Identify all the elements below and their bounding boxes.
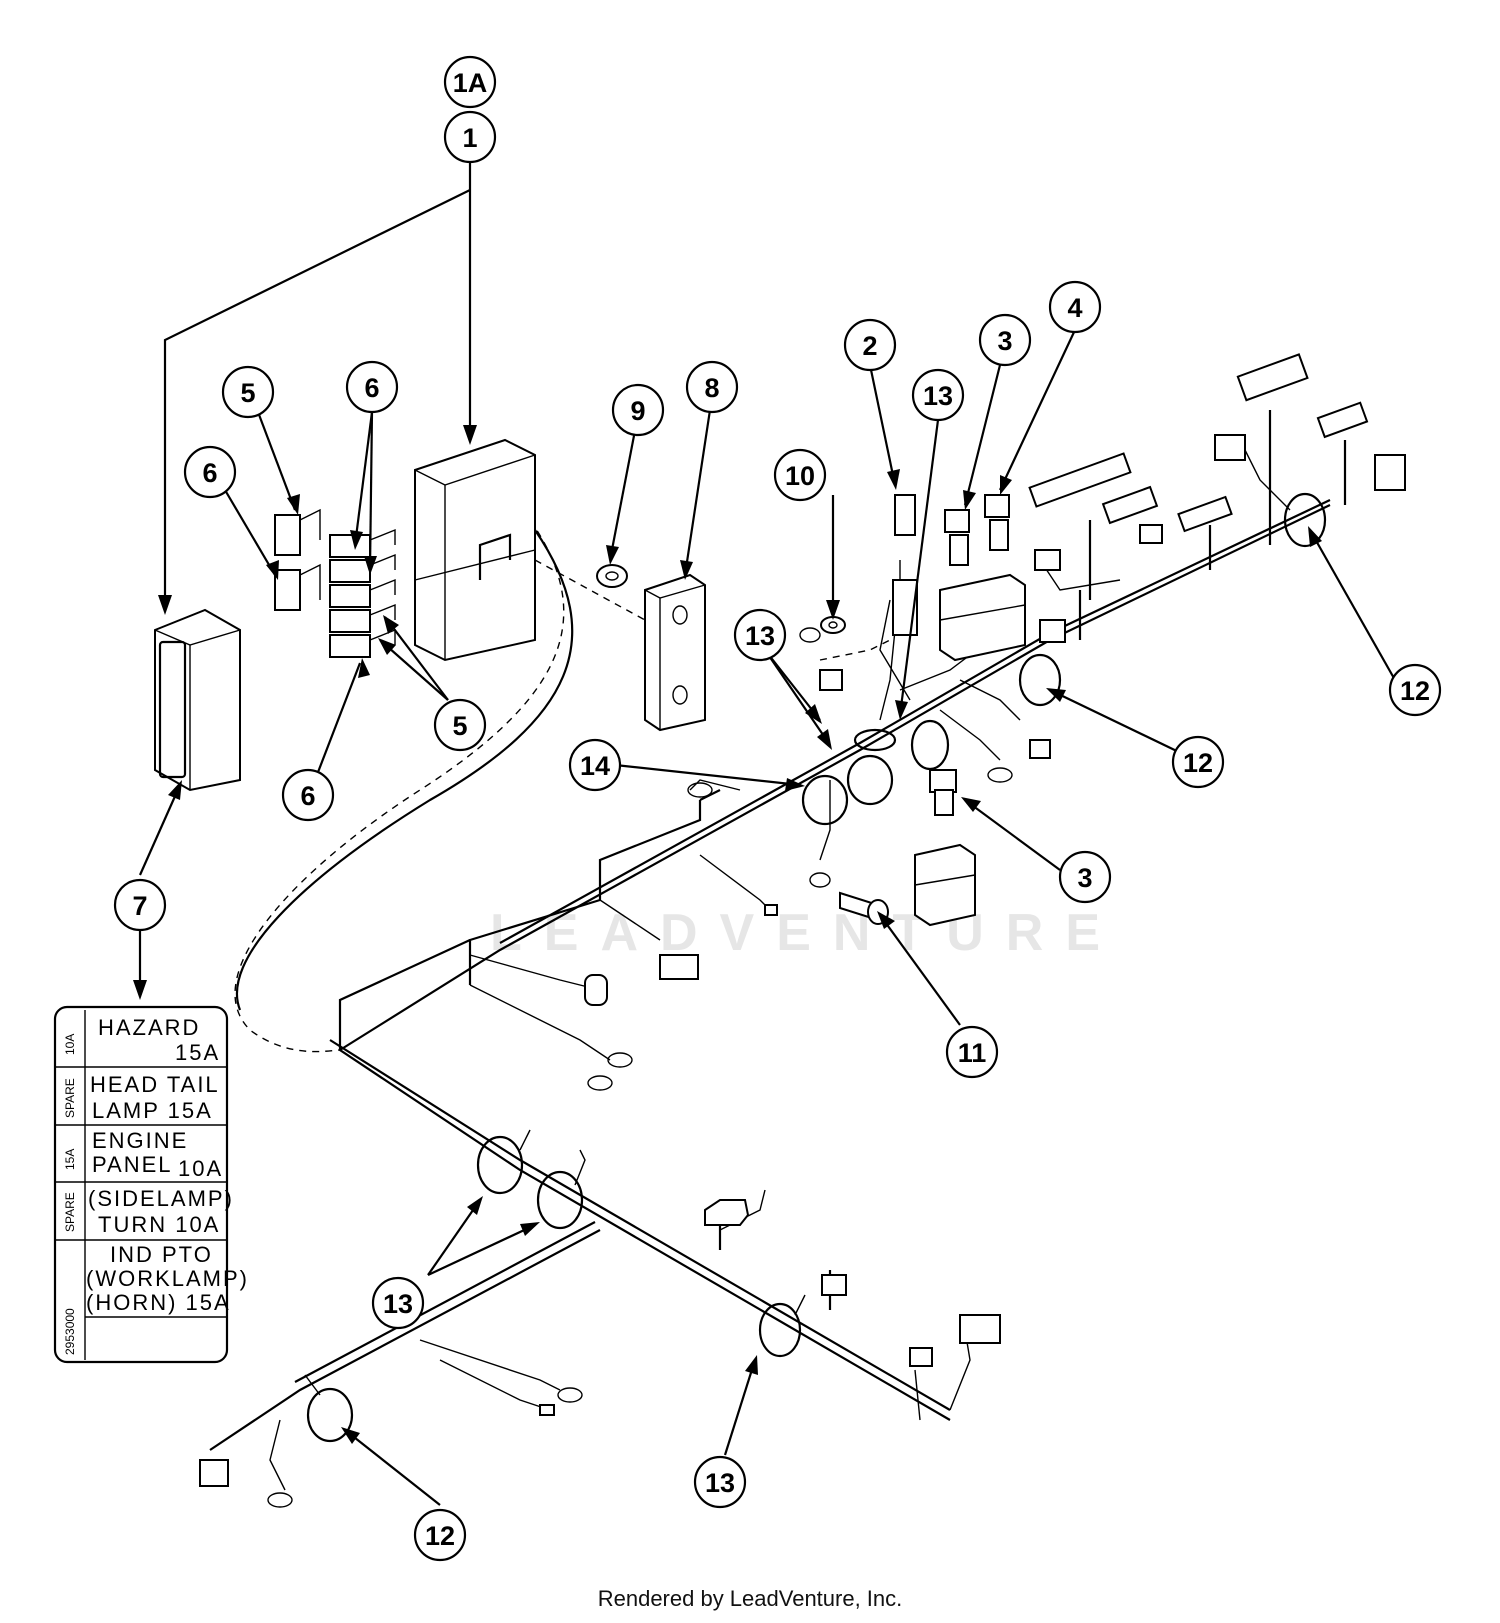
fuse-label-side-5: 2953000	[63, 1308, 77, 1355]
fuse-label-row-1-line-2: 15A	[175, 1040, 220, 1065]
callout-2: 2	[843, 318, 897, 372]
callout-6-left: 6	[183, 445, 237, 499]
relays	[892, 494, 1026, 927]
fuse-label-row-2-line-2: LAMP 15A	[92, 1098, 213, 1123]
callout-5-top: 5	[221, 365, 275, 419]
fuse-label-row-3-line-2: PANEL	[92, 1152, 173, 1177]
svg-text:12: 12	[425, 1521, 455, 1551]
fuse-label-row-1-line-1: HAZARD	[98, 1015, 200, 1040]
svg-text:9: 9	[630, 396, 645, 426]
svg-text:12: 12	[1400, 676, 1430, 706]
svg-text:11: 11	[958, 1038, 987, 1068]
callout-5-bottom: 5	[433, 698, 487, 752]
fuse-label-row-5-line-1: IND PTO	[110, 1242, 213, 1267]
fuse-box-cover	[154, 608, 241, 792]
svg-text:3: 3	[997, 326, 1012, 356]
svg-text:2: 2	[862, 331, 877, 361]
fuse-label-side-4: SPARE	[63, 1192, 77, 1232]
svg-text:12: 12	[1183, 748, 1213, 778]
callout-13-lower-left: 13	[371, 1276, 425, 1330]
callout-12-right: 12	[1388, 663, 1442, 717]
leader-lines	[133, 155, 1396, 1506]
svg-text:5: 5	[240, 378, 255, 408]
callout-1: 1	[443, 110, 497, 164]
callout-13-mid: 13	[733, 608, 787, 662]
fuse-label-row-2-line-1: HEAD TAIL	[90, 1072, 220, 1097]
svg-text:14: 14	[580, 751, 610, 781]
fuse-label-row-4-line-2: TURN 10A	[98, 1212, 220, 1237]
svg-text:8: 8	[704, 373, 719, 403]
callout-10: 10	[773, 448, 827, 502]
fuse-label-side-1: 10A	[63, 1034, 77, 1055]
mounting-bracket	[534, 559, 706, 732]
svg-text:6: 6	[364, 373, 379, 403]
svg-text:7: 7	[132, 891, 147, 921]
fuse-label-side-2: SPARE	[63, 1078, 77, 1118]
callout-8: 8	[685, 360, 739, 414]
callout-13-top: 13	[911, 368, 965, 422]
fuse-label-decal: 10A HAZARD 15A SPARE HEAD TAIL LAMP 15A …	[53, 1005, 249, 1364]
callout-13-bottom: 13	[693, 1455, 747, 1509]
watermark: LEADVENTURE	[490, 904, 1122, 962]
svg-text:6: 6	[300, 781, 315, 811]
callouts: 1A 1 2 3 4 13 5 6 6 9 8 10 13 5 6 14 12 …	[113, 55, 1442, 1562]
callout-7: 7	[113, 878, 167, 932]
fuse-label-row-5-line-2: (WORKLAMP)	[86, 1266, 249, 1291]
fuse-label-row-3-line-1: ENGINE	[92, 1128, 188, 1153]
svg-text:4: 4	[1067, 293, 1082, 323]
svg-text:1: 1	[462, 123, 477, 153]
svg-text:13: 13	[383, 1289, 413, 1319]
svg-text:3: 3	[1077, 863, 1092, 893]
svg-text:10: 10	[785, 461, 815, 491]
svg-text:13: 13	[923, 381, 953, 411]
svg-text:13: 13	[705, 1468, 735, 1498]
callout-3-top: 3	[978, 313, 1032, 367]
callout-14: 14	[568, 738, 622, 792]
callout-3-mid: 3	[1058, 850, 1112, 904]
fuse-label-row-3-line-3: 10A	[178, 1156, 223, 1181]
fuse-label-side-3: 15A	[63, 1149, 77, 1170]
svg-text:13: 13	[745, 621, 775, 651]
connectors	[199, 353, 1406, 1508]
callout-4: 4	[1048, 280, 1102, 334]
callout-9: 9	[611, 383, 665, 437]
fuse-label-row-5-line-3: (HORN) 15A	[86, 1290, 231, 1315]
footer-credit: Rendered by LeadVenture, Inc.	[597, 1586, 903, 1611]
callout-11: 11	[945, 1025, 999, 1079]
callout-12-mid: 12	[1171, 735, 1225, 789]
bolt-and-washer	[820, 616, 889, 925]
callout-12-bottom: 12	[413, 1508, 467, 1562]
fuse-box	[414, 438, 536, 662]
callout-1a: 1A	[443, 55, 497, 109]
svg-text:5: 5	[452, 711, 467, 741]
callout-6-top: 6	[345, 360, 399, 414]
main-harness	[209, 499, 1331, 1451]
fuse-label-row-4-line-1: (SIDELAMP)	[88, 1186, 234, 1211]
svg-text:6: 6	[202, 458, 217, 488]
fuses	[274, 508, 396, 658]
svg-text:1A: 1A	[453, 68, 488, 98]
harness-clamps	[304, 492, 1327, 1443]
callout-6-bottom: 6	[281, 768, 335, 822]
